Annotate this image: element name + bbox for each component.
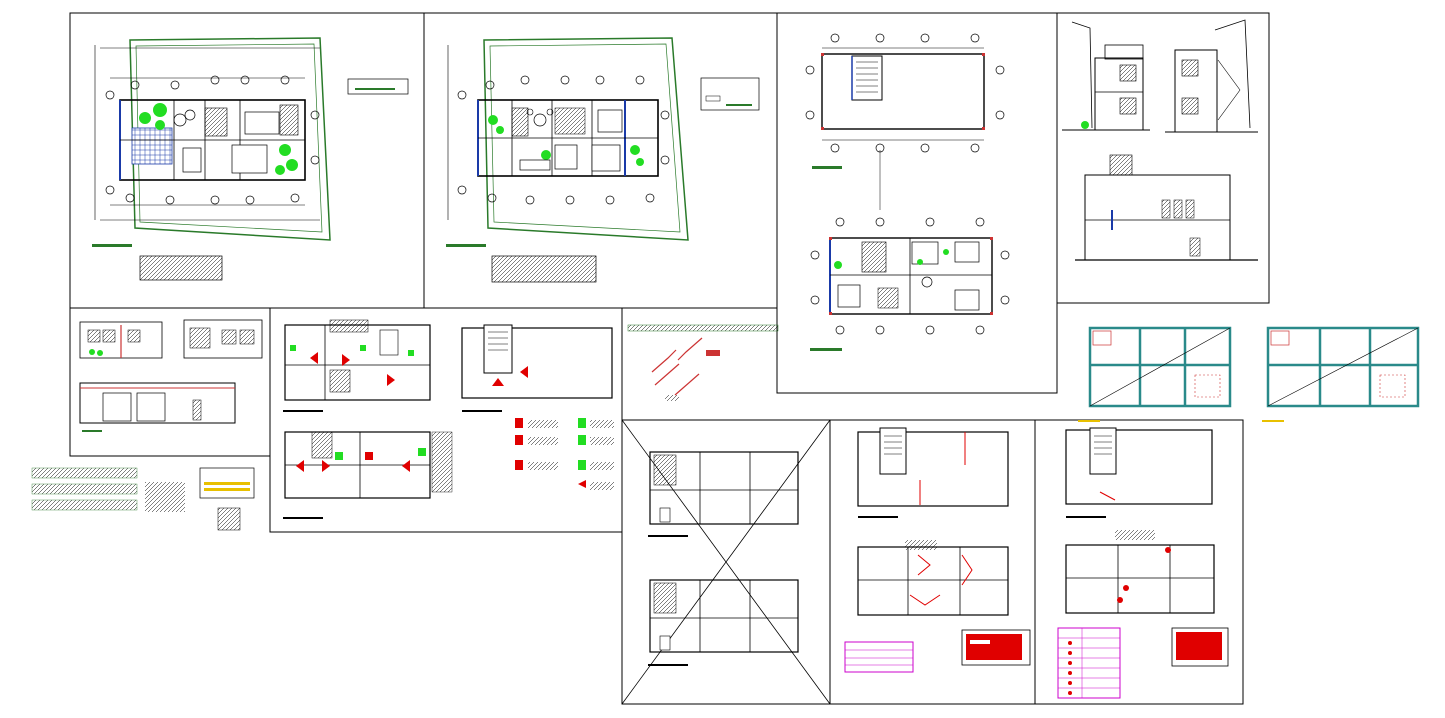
floor-plans-a: [805, 33, 1010, 351]
evacuation-legend: [515, 418, 614, 490]
frame-sanitary: [1034, 419, 1244, 705]
void-sheet: [621, 419, 831, 705]
electrical-plans: [844, 427, 1031, 673]
stair-details: [627, 324, 779, 401]
frame-floor-plans-a: [776, 12, 1058, 394]
structural-plans: [1078, 326, 1420, 422]
frame-elevations: [1056, 12, 1270, 304]
elevations-sections: [1062, 19, 1258, 261]
sheet-frames: [69, 12, 1270, 705]
legend-notes-left: [31, 467, 255, 531]
site-plan-1: [92, 37, 409, 281]
sanitary-plans: [1057, 427, 1229, 699]
site-plan-2: [446, 37, 760, 283]
evacuation-plans: [283, 319, 614, 519]
facade-elevation: [79, 319, 263, 432]
